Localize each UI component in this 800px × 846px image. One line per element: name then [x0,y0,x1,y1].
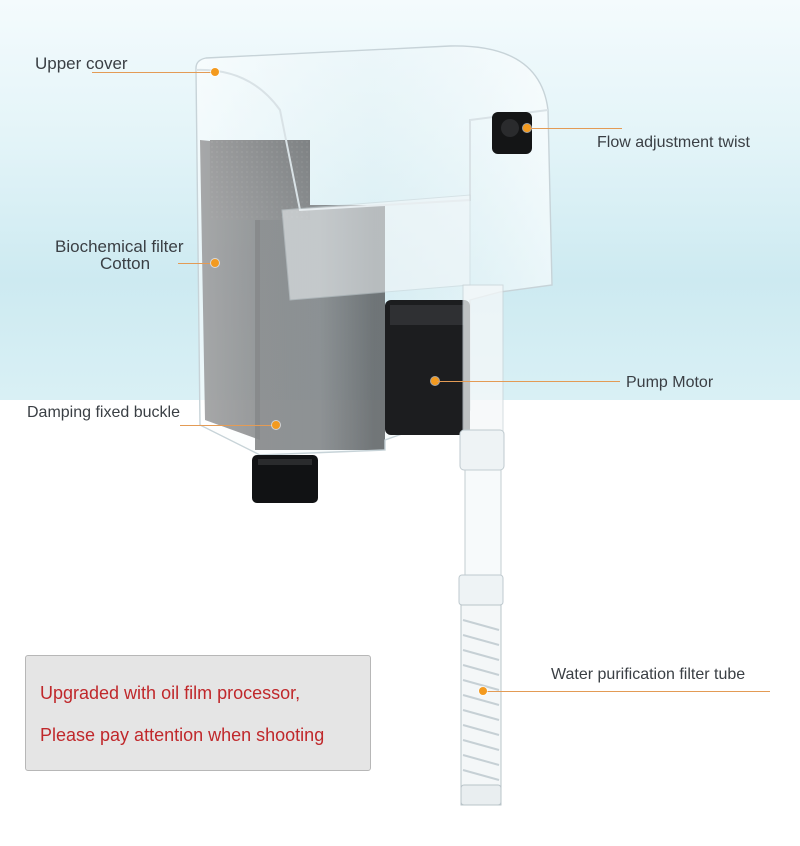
strainer-ribs [462,619,500,781]
label-filter-tube: Water purification filter tube [551,666,746,683]
leader-biochemical [178,263,214,264]
filter-body [195,45,553,806]
marker-pump-motor [431,377,439,385]
marker-flow-adjustment [523,124,531,132]
leader-filter-tube [486,691,770,692]
background-white-floor [0,400,800,846]
notice-line-1: Upgraded with oil film processor, [40,683,301,703]
label-upper-cover: Upper cover [35,54,128,73]
marker-filter-tube [479,687,487,695]
leader-upper-cover [92,72,214,73]
strainer-end-cap [460,784,502,806]
leader-pump-motor [437,381,620,382]
label-flow-adjustment: Flow adjustment twist [597,134,750,151]
marker-upper-cover [211,68,219,76]
label-damping-buckle: Damping fixed buckle [27,404,180,421]
marker-damping-buckle [272,421,280,429]
leader-flow-adjustment [530,128,622,129]
label-biochemical-cotton: Cotton [100,254,151,273]
label-pump-motor: Pump Motor [626,374,714,391]
leader-damping-buckle [180,425,276,426]
label-biochemical-filter: Biochemical filter [55,237,184,256]
marker-biochemical [211,259,219,267]
notice-line-2: Please pay attention when shooting [40,725,325,745]
notice-box: Upgraded with oil film processor, Please… [25,655,371,771]
